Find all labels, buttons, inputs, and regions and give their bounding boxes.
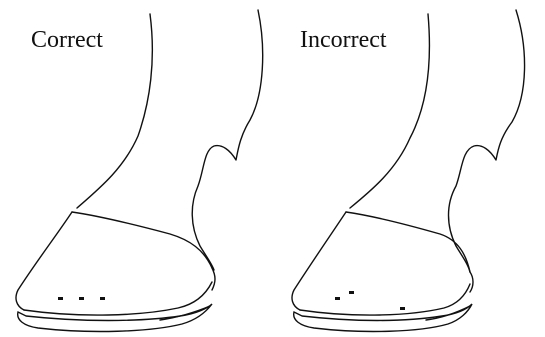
correct-label: Correct (31, 26, 103, 54)
incorrect-label: Incorrect (300, 26, 387, 54)
correct-nail-2 (79, 297, 84, 300)
correct-nail-1 (58, 297, 63, 300)
incorrect-nail-3 (400, 307, 405, 310)
correct-nail-3 (100, 297, 105, 300)
correct-hoof (16, 10, 263, 331)
incorrect-hoof (292, 10, 525, 331)
correct-leg-back (192, 10, 262, 270)
correct-horseshoe (18, 304, 212, 331)
incorrect-hoof-sole (300, 284, 470, 315)
incorrect-nail-1 (335, 297, 340, 300)
incorrect-hoof-heel (470, 272, 473, 292)
correct-hoof-heel (212, 268, 215, 290)
incorrect-hoof-toe (292, 212, 346, 310)
incorrect-leg-back (449, 10, 525, 272)
correct-hoof-sole (24, 282, 212, 315)
incorrect-coronary-band (346, 212, 470, 272)
incorrect-nail-2 (349, 291, 354, 294)
correct-hoof-toe (16, 212, 72, 310)
correct-coronary-band (72, 212, 212, 268)
